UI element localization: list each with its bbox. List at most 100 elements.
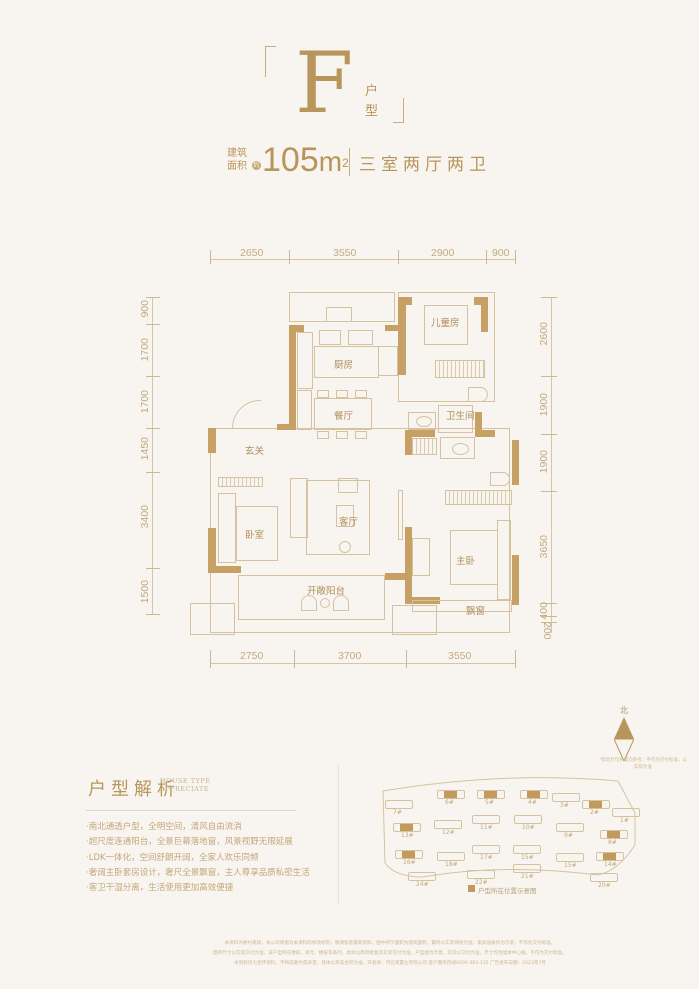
chair: [336, 431, 348, 439]
area-unit: m: [318, 146, 343, 177]
dining-cabinet: [297, 390, 312, 430]
stove-counter: [297, 332, 313, 389]
washer-icon: [326, 307, 352, 322]
site-building: [520, 790, 548, 799]
wall: [405, 430, 435, 437]
site-building: [556, 853, 584, 862]
dim-top-4: 900: [492, 247, 510, 259]
dining-table: [314, 398, 372, 430]
area-number: 105: [262, 141, 319, 179]
site-building-label: 22#: [475, 879, 488, 886]
bathroom-1: [438, 405, 473, 433]
open-balcony-area: [238, 575, 385, 620]
site-building: [582, 800, 610, 809]
title-divider: [349, 148, 350, 176]
bedroom-wardrobe: [218, 477, 263, 487]
site-building: [467, 870, 495, 879]
bedroom-nightstand: [218, 493, 236, 563]
title-bracket-right: [393, 98, 404, 123]
title-bracket-left: [265, 46, 276, 77]
bedroom-bed: [236, 506, 278, 561]
site-building-label: 24#: [416, 881, 429, 888]
area-unit-sup: 2: [342, 156, 349, 170]
dim-right-1: 2600: [538, 322, 550, 346]
chair: [336, 390, 348, 398]
site-building-label: 8#: [608, 839, 617, 846]
room-layout: 三室两厅两卫: [359, 155, 491, 175]
entrance-door-arc: [232, 400, 261, 429]
dim-top-1: 2650: [240, 247, 264, 259]
site-building: [434, 820, 462, 829]
basin-bowl: [416, 416, 432, 427]
site-building-label: 17#: [480, 854, 493, 861]
dim-left-2: 1700: [139, 338, 151, 362]
chair: [355, 431, 367, 439]
room-label-entrance: 玄关: [245, 446, 265, 457]
dim-right-3: 1900: [538, 450, 550, 474]
master-desk: [412, 538, 430, 576]
disclaimer-line: 本资料为要约邀请，本公司保留对本资料的修改权利，敬请留意最新资料。图中所示面积为…: [224, 941, 556, 946]
kitchen-cabinet: [378, 346, 398, 376]
analysis-item: ·超尺度连通阳台，全景巨幕落地窗，风景视野无限延展: [86, 837, 293, 848]
site-building: [513, 864, 541, 873]
bay-window-sill: [412, 600, 512, 612]
room-label-kid-bedroom: 儿童房: [431, 318, 460, 329]
analysis-list: ·南北通透户型，全明空间，清风自由流淌 ·超尺度连通阳台，全景巨幕落地窗，风景视…: [86, 820, 310, 896]
wall: [385, 325, 405, 331]
room-label-kitchen: 厨房: [334, 360, 354, 371]
wash-basin-2: [440, 437, 475, 459]
analysis-item: ·南北通透户型，全明空间，清风自由流淌: [86, 822, 242, 832]
dim-left-3: 1700: [139, 390, 151, 414]
room-label-master-bedroom: 主卧: [456, 556, 476, 567]
area-value: 105m2: [262, 140, 349, 182]
ac-platform-left: [190, 603, 235, 635]
wall: [398, 297, 406, 375]
legend-swatch: [468, 885, 475, 892]
site-building: [513, 845, 541, 854]
balcony-table: [320, 598, 330, 608]
site-building: [612, 808, 640, 817]
site-building-label: 1#: [620, 817, 629, 824]
analysis-divider: [86, 810, 296, 811]
dim-left-6: 1500: [139, 580, 151, 604]
wall: [405, 527, 412, 602]
fridge: [319, 330, 341, 345]
compass-note: *指北针仅供意向参考，不作为交付标准，以实际为准: [599, 758, 687, 770]
dim-bottom-1: 2750: [240, 650, 264, 662]
analysis-title-en: HOUSE TYPE APPRECIATE: [160, 777, 210, 793]
dim-right-2: 1900: [538, 393, 550, 417]
area-label: 建筑面积: [227, 148, 247, 172]
room-label-dining: 餐厅: [334, 411, 354, 422]
site-boundary: [382, 777, 636, 878]
dim-left-5: 3400: [139, 505, 151, 529]
toilet-2: [490, 472, 510, 486]
room-label-bay-window: 飘窗: [466, 606, 486, 617]
site-building-label: 3#: [560, 802, 569, 809]
balcony-chair: [333, 595, 349, 611]
wall: [405, 430, 412, 455]
side-table: [339, 541, 351, 553]
site-building: [556, 823, 584, 832]
site-building: [393, 823, 421, 832]
room-label-balcony: 开敞阳台: [307, 586, 346, 597]
site-building-label: 10#: [522, 824, 535, 831]
wall: [475, 412, 482, 437]
chair: [317, 431, 329, 439]
wall: [277, 424, 296, 430]
wall: [208, 566, 241, 573]
master-nightstand: [497, 520, 511, 600]
site-building-label: 14#: [604, 861, 617, 868]
wall: [398, 297, 412, 305]
site-building: [596, 852, 624, 861]
disclaimer: 本资料为要约邀请，本公司保留对本资料的修改权利，敬请留意最新资料。图中所示面积为…: [110, 939, 670, 969]
analysis-title-en-1: HOUSE TYPE: [160, 777, 211, 785]
chair: [355, 390, 367, 398]
kid-bed: [424, 305, 468, 345]
disclaimer-line: 本资料仅为宣传资料，不构成要约或承诺，具体以买卖合同为准。开发商：河北某置业有限…: [234, 961, 546, 966]
wall: [289, 325, 304, 332]
toilet-1: [468, 387, 488, 402]
dim-bottom-3: 3550: [448, 650, 472, 662]
site-building: [385, 800, 413, 809]
site-building: [514, 815, 542, 824]
dim-top-2: 3550: [333, 247, 357, 259]
